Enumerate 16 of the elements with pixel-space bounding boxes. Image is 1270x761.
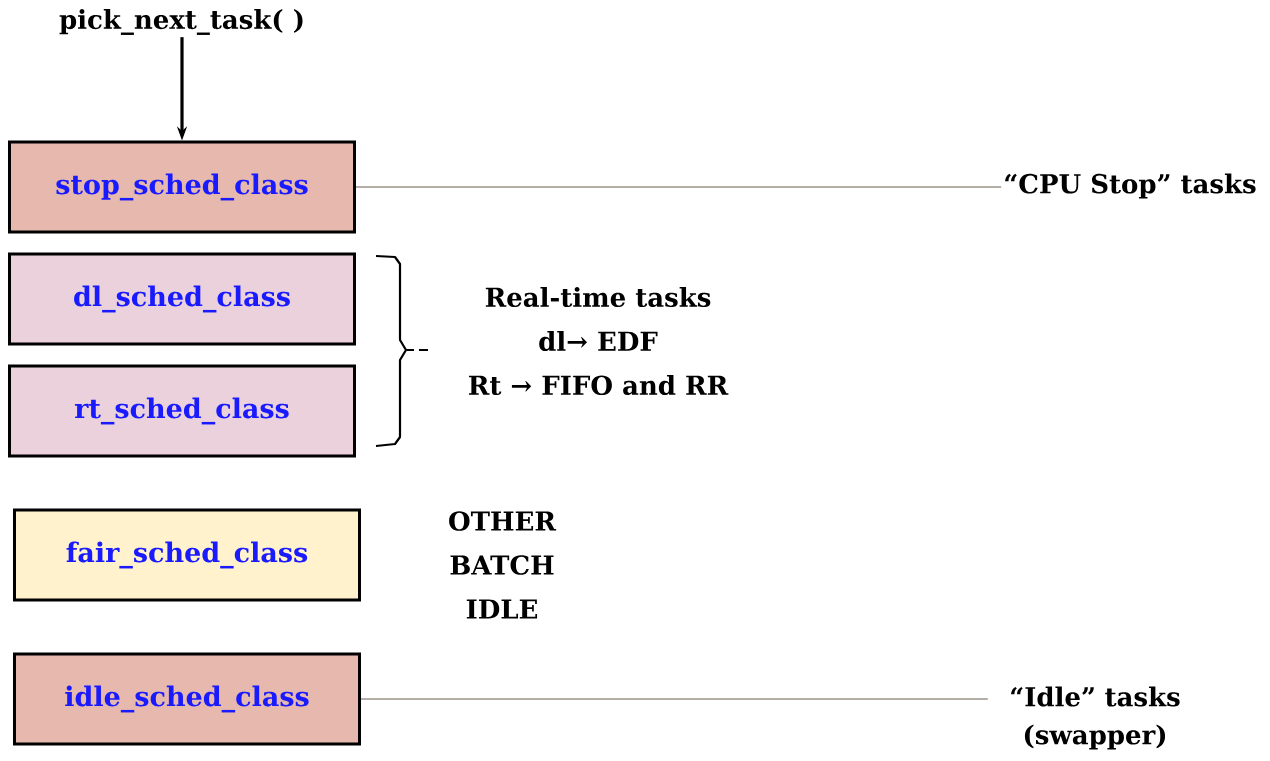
text-label: Rt → FIFO and RR — [469, 374, 729, 396]
class-box: fair_sched_class — [13, 508, 361, 602]
class-box: idle_sched_class — [13, 652, 361, 746]
class-box: dl_sched_class — [8, 252, 356, 346]
text-label: “Idle” tasks (swapper) — [1011, 686, 1180, 750]
text-label: IDLE — [466, 599, 538, 619]
text-label: pick_next_task( ) — [59, 9, 303, 35]
text-label: OTHER — [449, 511, 557, 531]
class-box: rt_sched_class — [8, 364, 356, 458]
text-label: Real-time tasks — [485, 286, 711, 308]
connector-line — [355, 186, 1002, 188]
connector-line — [360, 698, 989, 700]
text-label: “CPU Stop” tasks — [1005, 173, 1256, 199]
text-label: BATCH — [450, 555, 554, 575]
class-box: stop_sched_class — [8, 140, 356, 234]
text-label: dl→ EDF — [539, 330, 658, 352]
